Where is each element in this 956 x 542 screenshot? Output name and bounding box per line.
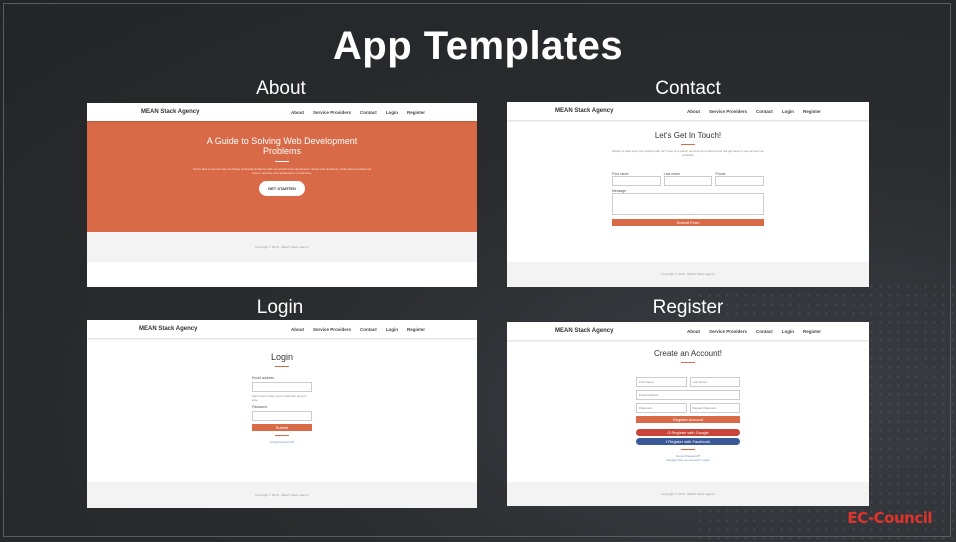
footer: Copyright © 2019 - MEAN Stack Agency [87,482,477,508]
about-screenshot: MEAN Stack Agency About Service Provider… [87,103,477,287]
slide-title: App Templates [332,24,624,68]
last-name-input[interactable]: Last Name [689,377,740,387]
caption-about: About [256,78,306,99]
login-form: Email address We'll never share your ema… [252,376,312,444]
phone-label: Phone [715,172,726,176]
contact-screenshot: MEAN Stack Agency About Service Provider… [507,102,869,287]
nav-link-about[interactable]: About [686,328,700,334]
ec-council-logo: EC-Council [847,509,932,527]
footer: Copyright © 2019 - MEAN Stack Agency [507,482,869,506]
submit-form-button[interactable]: Submit Form [612,219,764,226]
submit-button[interactable]: Submit [252,424,312,431]
hero-title: A Guide to Solving Web Development Probl… [206,136,358,156]
first-name-input[interactable] [612,176,661,186]
register-google-button[interactable]: G Register with Google [636,429,740,436]
last-name-label: Last name [663,172,681,176]
nav-link-service-providers[interactable]: Service Providers [708,328,747,334]
nav-link-login[interactable]: Login [781,328,794,334]
brand[interactable]: MEAN Stack Agency [139,326,198,332]
slide-frame [3,3,951,537]
footer: Copyright © 2019 - MEAN Stack Agency [507,262,869,287]
nav-links: About Service Providers Contact Login Re… [291,327,477,332]
register-password-row: Password Repeat Password [636,403,740,413]
nav-links: About Service Providers Contact Login Re… [291,110,477,115]
nav-link-service-providers[interactable]: Service Providers [312,109,351,115]
login-heading: Login [270,352,294,362]
contact-heading: Let's Get In Touch! [654,131,722,140]
register-heading: Create an Account! [653,349,723,358]
message-label: Message [612,189,627,193]
navbar: MEAN Stack Agency About Service Provider… [507,322,869,340]
password-input[interactable]: Password [636,403,687,413]
caption-contact: Contact [655,78,721,99]
email-input[interactable]: Email Address [636,390,740,400]
heading-divider [275,366,289,367]
nav-links: About Service Providers Contact Login Re… [687,109,869,114]
caption-register: Register [652,297,724,318]
navbar: MEAN Stack Agency About Service Provider… [87,320,477,338]
get-started-button[interactable]: GET STARTED [259,181,305,196]
register-form: First Name Last Name Email Address Passw… [636,377,740,462]
nav-link-register[interactable]: Register [802,108,821,114]
email-help-text: We'll never share your email with anyone… [252,394,307,402]
navbar: MEAN Stack Agency About Service Provider… [507,102,869,120]
nav-link-contact[interactable]: Contact [359,326,377,332]
login-link[interactable]: Already have an account? Login! [666,458,710,462]
register-account-button[interactable]: Register Account [636,416,740,423]
forgot-password-link[interactable]: Forgot Password? [675,454,701,458]
nav-link-contact[interactable]: Contact [755,108,773,114]
nav-link-contact[interactable]: Contact [755,328,773,334]
nav-link-about[interactable]: About [290,326,304,332]
forgot-password-link[interactable]: Forgot Password? [269,440,295,444]
contact-name-row: First name Last name Phone [612,172,765,186]
form-divider [681,449,695,450]
caption-login: Login [256,297,304,318]
nav-link-about[interactable]: About [686,108,700,114]
heading-divider [681,362,695,363]
hero-divider [275,161,289,162]
nav-link-login[interactable]: Login [385,326,398,332]
register-screenshot: MEAN Stack Agency About Service Provider… [507,322,869,506]
repeat-password-input[interactable]: Repeat Password [689,403,740,413]
form-divider [275,435,289,436]
nav-link-contact[interactable]: Contact [359,109,377,115]
login-screenshot: MEAN Stack Agency About Service Provider… [87,320,477,508]
footer: Copyright © 2019 - MEAN Stack Agency [87,232,477,262]
register-facebook-button[interactable]: f Register with Facebook [636,438,740,445]
last-name-input[interactable] [663,176,713,186]
phone-input[interactable] [715,176,765,186]
nav-link-register[interactable]: Register [406,109,425,115]
nav-link-service-providers[interactable]: Service Providers [312,326,351,332]
brand[interactable]: MEAN Stack Agency [555,328,614,334]
nav-link-login[interactable]: Login [385,109,398,115]
nav-link-register[interactable]: Register [802,328,821,334]
navbar: MEAN Stack Agency About Service Provider… [87,103,477,121]
nav-link-about[interactable]: About [290,109,304,115]
brand[interactable]: MEAN Stack Agency [555,108,614,114]
first-name-label: First name [612,172,629,176]
brand[interactable]: MEAN Stack Agency [141,109,200,115]
hero-text: You're able to access free of charge tec… [192,167,372,175]
hero-section: A Guide to Solving Web Development Probl… [87,121,477,232]
heading-divider [681,144,695,145]
password-label: Password [252,405,268,409]
contact-form: First name Last name Phone Message Submi… [612,172,765,226]
nav-link-login[interactable]: Login [781,108,794,114]
message-textarea[interactable] [612,193,764,215]
nav-link-service-providers[interactable]: Service Providers [708,108,747,114]
register-name-row: First Name Last Name [636,377,740,387]
contact-subtext: Ready to start your next project with us… [612,149,764,157]
email-input[interactable] [252,382,312,392]
nav-links: About Service Providers Contact Login Re… [687,329,869,334]
email-label: Email address [252,376,275,380]
nav-link-register[interactable]: Register [406,326,425,332]
password-input[interactable] [252,411,312,421]
first-name-input[interactable]: First Name [636,377,687,387]
